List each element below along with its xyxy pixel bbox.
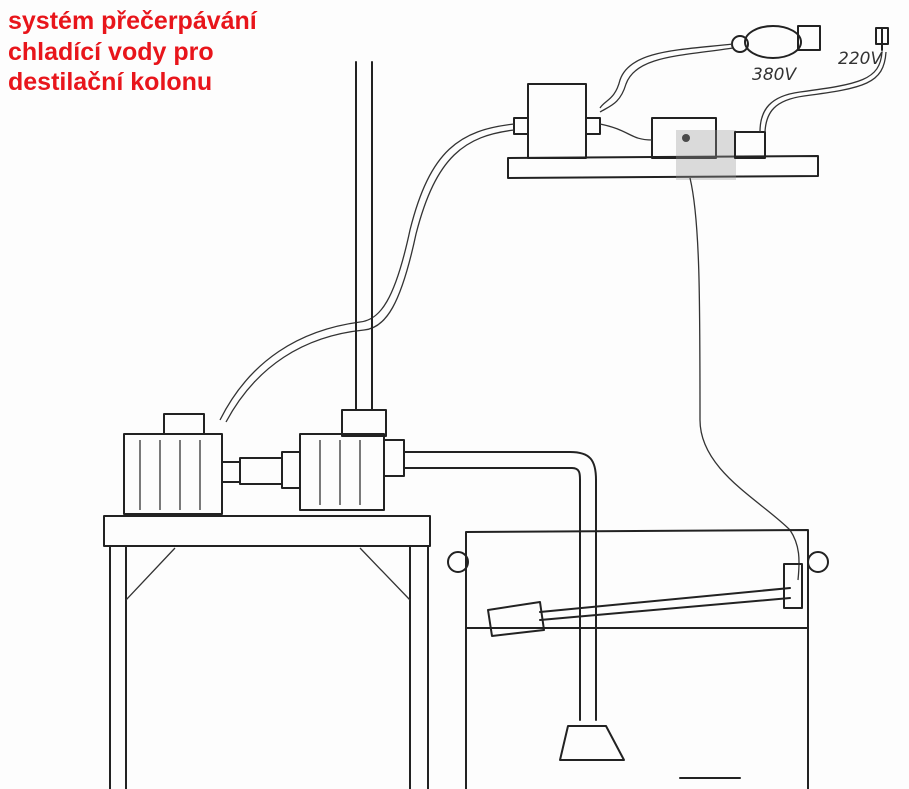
- outlet-pipe: [403, 451, 625, 761]
- top-shelf: [507, 155, 819, 179]
- motor: [123, 413, 283, 515]
- voltage-label-220: 220V: [838, 49, 883, 69]
- riser-pipe: [341, 61, 387, 437]
- left-table: [103, 515, 431, 789]
- cables: [219, 43, 887, 581]
- pump: [281, 433, 405, 511]
- diagram-title: systém přečerpávání chladící vody pro de…: [8, 7, 257, 96]
- controller-box: [651, 117, 766, 180]
- voltage-label-380: 380V: [752, 65, 797, 85]
- water-tank: [447, 529, 829, 789]
- transformer-box: [513, 83, 601, 159]
